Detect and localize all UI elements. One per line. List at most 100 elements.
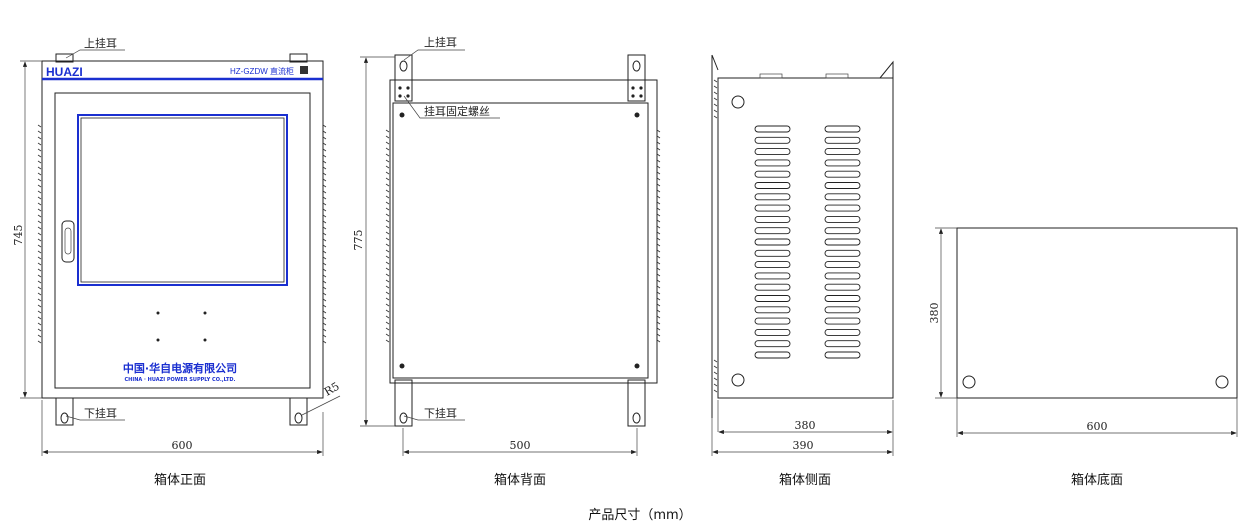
edge-hatch <box>656 261 661 265</box>
side-total-depth-dim: 390 <box>793 439 814 452</box>
front-width-dim: 600 <box>172 439 193 452</box>
edge-hatch <box>656 327 661 331</box>
edge-hatch <box>656 177 661 181</box>
vent-slot <box>824 215 861 223</box>
edge-hatch <box>37 298 42 302</box>
edge-hatch <box>385 309 390 313</box>
bottom-ear-right <box>289 397 308 426</box>
edge-hatch <box>37 286 42 290</box>
edge-hatch <box>385 261 390 265</box>
edge-hatch <box>385 195 390 199</box>
vent-slot <box>754 215 791 223</box>
edge-hatch <box>656 285 661 289</box>
edge-hatch <box>656 201 661 205</box>
edge-hatch <box>656 171 661 175</box>
bottom-view: 380 600 箱体底面 <box>928 227 1238 488</box>
edge-hatch <box>385 153 390 157</box>
cabinet-outline <box>41 60 324 399</box>
bottom-ear-left <box>55 397 74 426</box>
edge-hatch <box>37 310 42 314</box>
bottom-hole-right <box>1215 375 1229 389</box>
edge-hatch <box>656 249 661 253</box>
edge-hatch <box>37 136 42 140</box>
edge-hatch <box>322 136 327 140</box>
bottom-hole-left <box>962 375 976 389</box>
display-window <box>77 114 288 286</box>
edge-hatch <box>656 309 661 313</box>
model-label: HZ-GZDW 直流柜 <box>230 66 294 76</box>
back-outline <box>389 79 658 384</box>
edge-hatch <box>656 303 661 307</box>
back-bottom-ear-label: 下挂耳 <box>424 406 457 420</box>
vent-slot <box>824 306 861 314</box>
bottom-outline <box>956 227 1238 399</box>
edge-hatch <box>385 285 390 289</box>
back-view: 上挂耳 挂耳固定螺丝 下挂耳 775 500 箱体背面 <box>352 35 661 488</box>
edge-hatch <box>322 340 327 344</box>
vent-slot <box>754 340 791 348</box>
edge-hatch <box>385 321 390 325</box>
vent-slot <box>754 159 791 167</box>
edge-hatch <box>322 244 327 248</box>
edge-hatch <box>713 389 718 393</box>
edge-hatch <box>322 130 327 134</box>
edge-hatch <box>713 371 718 375</box>
edge-hatch <box>322 274 327 278</box>
edge-hatch <box>385 291 390 295</box>
edge-hatch <box>713 365 718 369</box>
edge-hatch <box>385 333 390 337</box>
vent-slot <box>754 295 791 302</box>
edge-hatch <box>322 322 327 326</box>
edge-hatch <box>385 327 390 331</box>
edge-hatch <box>656 315 661 319</box>
side-hole-top <box>731 95 745 109</box>
vent-slot <box>754 227 791 235</box>
edge-hatch <box>37 202 42 206</box>
vent-slot <box>824 283 861 291</box>
edge-hatch <box>385 177 390 181</box>
vent-slot <box>824 136 861 144</box>
edge-hatch <box>322 166 327 170</box>
edge-hatch <box>385 189 390 193</box>
edge-hatch <box>322 328 327 332</box>
side-depth-dim: 380 <box>795 419 816 432</box>
edge-hatch <box>37 172 42 176</box>
vent-slot <box>754 136 791 144</box>
qr-code-icon <box>300 66 308 74</box>
edge-hatch <box>322 310 327 314</box>
edge-hatch <box>322 298 327 302</box>
edge-hatch <box>385 165 390 169</box>
vent-slot <box>824 328 861 336</box>
edge-hatch <box>385 225 390 229</box>
edge-hatch <box>656 231 661 235</box>
edge-hatch <box>37 148 42 152</box>
bottom-view-caption: 箱体底面 <box>1071 472 1123 488</box>
edge-hatch <box>656 267 661 271</box>
edge-hatch <box>385 231 390 235</box>
vent-slot <box>824 159 861 167</box>
edge-hatch <box>656 159 661 163</box>
top-ear-label: 上挂耳 <box>84 36 117 50</box>
bottom-depth-dim: 380 <box>928 303 941 324</box>
vent-slot <box>754 238 791 246</box>
company-name-en: CHINA · HUAZI POWER SUPPLY CO.,LTD. <box>125 377 236 383</box>
vent-slot <box>824 193 861 201</box>
edge-hatch <box>385 315 390 319</box>
edge-hatch <box>385 213 390 217</box>
edge-hatch <box>385 171 390 175</box>
edge-hatch <box>37 214 42 218</box>
edge-hatch <box>322 334 327 338</box>
edge-hatch <box>37 196 42 200</box>
side-view: 380 390 箱体侧面 <box>711 54 894 488</box>
edge-hatch <box>385 159 390 163</box>
vent-slot <box>754 182 791 189</box>
edge-hatch <box>37 334 42 338</box>
edge-hatch <box>385 303 390 307</box>
edge-hatch <box>37 268 42 272</box>
edge-hatch <box>322 184 327 188</box>
edge-hatch <box>385 339 390 343</box>
front-view: HUAZI HZ-GZDW 直流柜 中国·华自电源有限公司 CHINA · HU… <box>12 36 342 488</box>
edge-hatch <box>37 250 42 254</box>
top-ear-left <box>394 54 413 102</box>
vent-slot <box>824 227 861 235</box>
